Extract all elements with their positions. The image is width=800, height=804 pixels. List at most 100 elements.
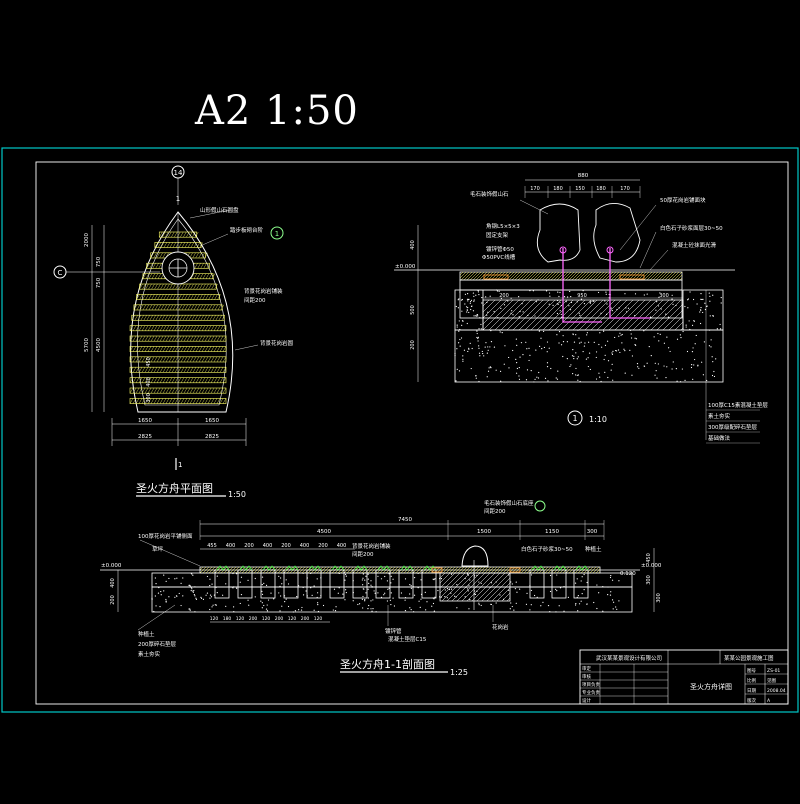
gravel-dot [607,360,610,362]
gravel-dot [467,350,469,353]
gravel-dot [298,609,300,611]
gravel-dot [563,296,566,298]
plank-hatch [190,273,195,279]
hatch-line [547,566,555,574]
gravel-dot [285,598,287,600]
gravel-dot [464,596,466,598]
inner-frame [35,161,789,705]
gravel-dot [368,604,370,607]
gravel-dot [606,340,609,342]
gravel-dot [562,341,565,343]
gravel-dot [499,329,501,331]
gravel-dot [499,594,501,596]
gravel-dot [574,374,577,376]
gravel-dot [469,342,471,344]
plank-hatch [189,377,194,383]
plank-hatch [219,377,224,383]
gravel-dot [233,606,235,608]
plank-hatch [143,315,147,321]
plank-hatch [147,356,152,363]
gravel-dot [593,601,595,604]
plank-hatch [132,325,137,331]
gravel-dot [577,610,579,612]
plank-hatch [168,377,173,383]
gravel-dot [456,368,458,370]
hatch-line [668,315,684,331]
gravel-dot [570,295,572,298]
hatch-line [661,271,671,281]
gravel-dot [711,356,713,358]
gravel-dot [597,291,600,294]
tb-row-label: 日期 [747,688,756,694]
plank-hatch [144,325,149,331]
gravel-dot [211,583,213,585]
hatch-line [595,568,601,574]
gravel-dot [646,362,648,364]
gravel-dot [656,377,658,379]
gravel-dot [265,584,268,586]
plank-hatch [178,242,183,248]
hatch-line [511,271,521,281]
plank-hatch [210,367,215,373]
gravel-dot [195,597,197,599]
gravel-dot [573,355,575,357]
hatch-line [626,299,658,331]
gravel-dot [555,611,557,613]
hatch-line [364,566,372,574]
gravel-dot [512,349,514,352]
plank-hatch [175,304,180,311]
plank-hatch [174,367,179,373]
gravel-dot [516,367,518,370]
hatch-line [502,566,510,574]
gravel-dot [511,583,513,585]
gravel-dot [367,588,369,590]
hatch-line [415,566,423,574]
gravel-dot [699,322,702,325]
plank-hatch [189,356,194,363]
gravel-dot [478,604,480,606]
gravel-dot [387,588,389,590]
gravel-dot [518,366,520,369]
gravel-dot [459,338,461,341]
plank-hatch [182,315,186,321]
gravel-dot [566,358,568,360]
gravel-dot [461,298,463,301]
gravel-dot [699,309,702,311]
gravel-dot [612,379,614,381]
gravel-dot [538,330,540,332]
hatch-line [646,271,656,281]
plank-hatch [207,387,212,394]
hatch-line [530,299,562,331]
hatch-line [232,566,240,574]
dim-text: 400 [300,543,310,549]
gravel-dot [333,588,336,590]
gravel-dot [518,378,521,380]
gravel-dot [605,293,607,295]
gravel-dot [504,345,506,347]
gravel-dot [178,592,180,595]
plank-hatch [170,315,174,321]
gravel-dot [583,303,586,305]
gravel-dot [200,597,203,599]
plank-hatch [180,335,185,342]
plank-hatch [139,283,143,290]
plank-hatch [136,294,140,300]
gravel-dot [590,300,592,303]
gravel-dot [466,311,468,313]
hatch-line [256,566,264,574]
gravel-dot [589,302,592,304]
gravel-dot [476,314,478,316]
tb-row-label: 版次 [747,697,756,704]
dim-text: 400 [110,578,116,588]
gravel-dot [515,602,517,604]
hatch-line [451,572,481,602]
detail-bubble [270,226,284,240]
plank-hatch [156,387,161,394]
gravel-dot [701,361,703,363]
dim-text: 120 [288,616,297,622]
plank-hatch [145,273,150,279]
gravel-dot [481,296,483,299]
plank-hatch [145,283,149,290]
gravel-dot [362,584,364,586]
gravel-dot [712,315,714,317]
